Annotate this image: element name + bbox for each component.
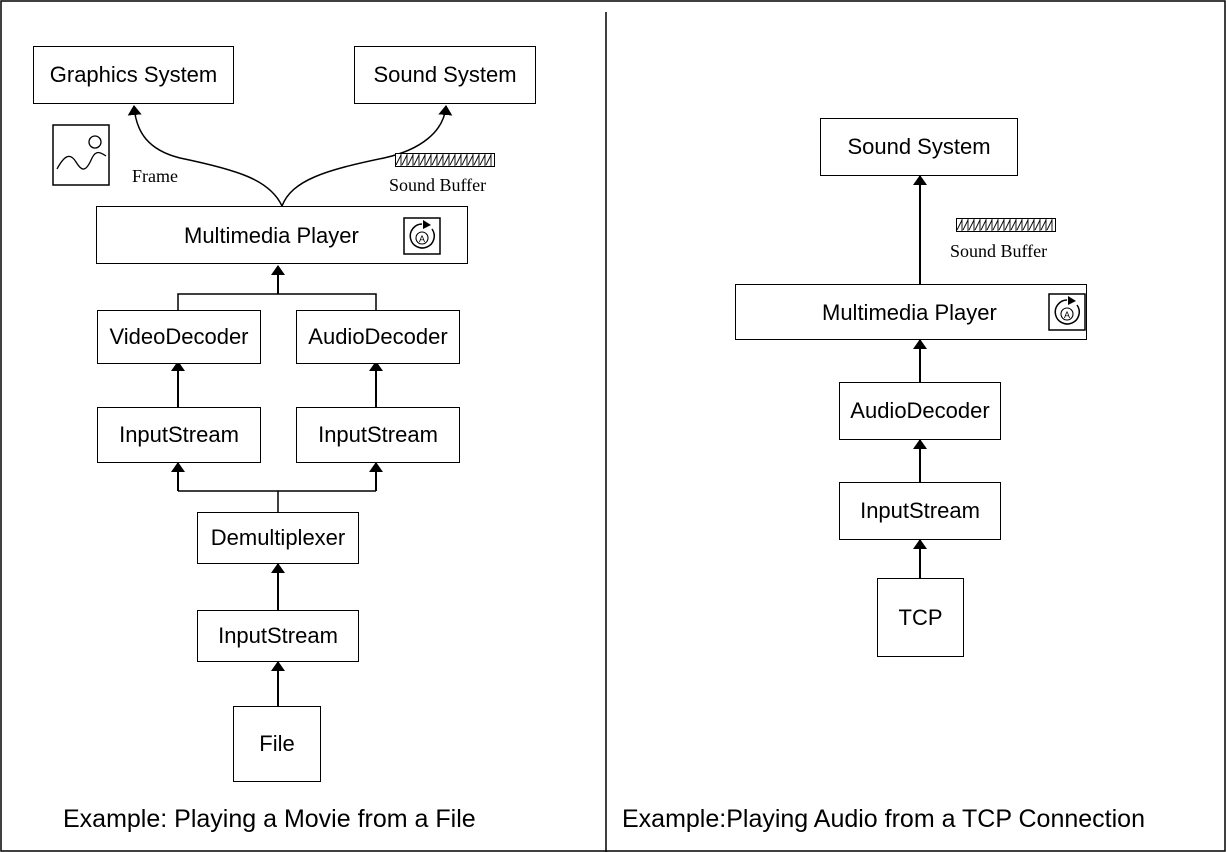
input-stream-file-box: InputStream — [197, 610, 359, 662]
sound-buffer-icon — [395, 153, 495, 167]
sound-buffer-icon — [956, 218, 1056, 232]
player-icon: A — [1048, 293, 1086, 331]
multimedia-player-label: Multimedia Player — [184, 223, 359, 248]
graphics-system-box: Graphics System — [33, 46, 234, 104]
left-caption: Example: Playing a Movie from a File — [63, 805, 476, 833]
right-multimedia-player-box: Multimedia Player A — [735, 284, 1087, 340]
right-input-stream-box: InputStream — [839, 482, 1001, 540]
demultiplexer-box: Demultiplexer — [197, 512, 359, 564]
file-box: File — [233, 706, 321, 782]
right-sound-buffer-label: Sound Buffer — [950, 241, 1048, 261]
right-audio-decoder-box: AudioDecoder — [839, 382, 1001, 440]
audio-decoder-box: AudioDecoder — [296, 310, 460, 364]
player-icon: A — [403, 217, 441, 255]
input-stream-audio-box: InputStream — [296, 407, 460, 463]
right-sound-system-box: Sound System — [820, 118, 1018, 176]
frame-label: Frame — [132, 166, 178, 186]
tcp-box: TCP — [877, 578, 964, 657]
multimedia-player-box: Multimedia Player A — [96, 206, 468, 264]
sound-buffer-label: Sound Buffer — [389, 175, 487, 195]
input-stream-video-box: InputStream — [97, 407, 261, 463]
sound-system-box: Sound System — [354, 46, 536, 104]
image-icon — [52, 124, 110, 186]
svg-text:A: A — [419, 234, 425, 244]
video-decoder-box: VideoDecoder — [97, 310, 261, 364]
svg-text:A: A — [1064, 310, 1070, 320]
right-multimedia-player-label: Multimedia Player — [822, 300, 997, 325]
right-caption: Example:Playing Audio from a TCP Connect… — [622, 805, 1145, 833]
